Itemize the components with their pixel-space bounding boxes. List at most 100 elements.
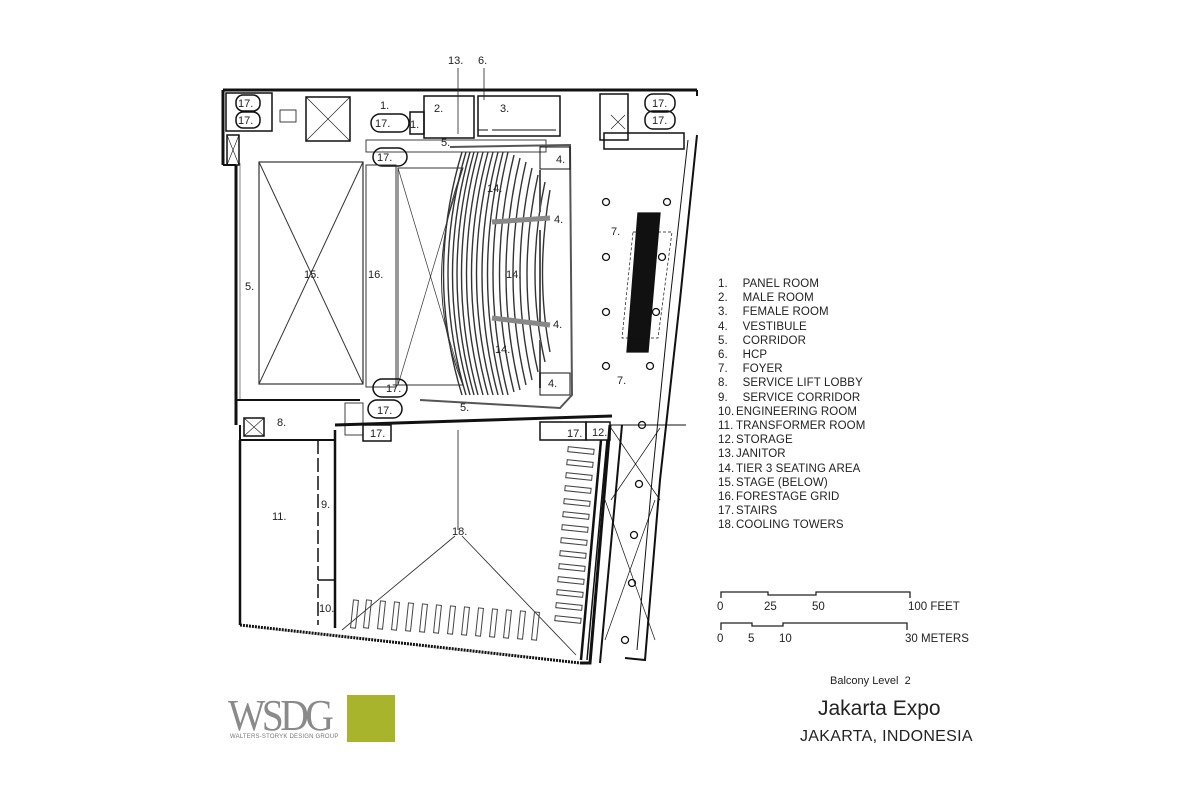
legend-label: HCP bbox=[742, 349, 768, 362]
logo-full-name: WALTERS-STORYK DESIGN GROUP bbox=[230, 734, 339, 740]
room-labels: 1. 1. 2. 3. 4. 4. 4. 4. 5. 5. 5. 6. 7. 7… bbox=[238, 55, 667, 615]
legend-item: 18.COOLING TOWERS bbox=[718, 518, 865, 532]
legend-label: STAGE (BELOW) bbox=[736, 476, 828, 489]
label-janitor: 13. bbox=[448, 55, 463, 67]
label-vestibule-3: 4. bbox=[553, 319, 562, 331]
label-stairs: 17. bbox=[652, 115, 667, 127]
legend-item: 13.JANITOR bbox=[718, 447, 865, 461]
label-panel-room-2: 1. bbox=[410, 119, 419, 131]
label-stairs: 17. bbox=[377, 405, 392, 417]
legend-number: 12. bbox=[718, 434, 735, 447]
project-title: Jakarta Expo bbox=[818, 697, 941, 720]
legend-label: COOLING TOWERS bbox=[736, 519, 844, 532]
label-stairs: 17. bbox=[238, 115, 253, 127]
label-corridor-bottom: 5. bbox=[460, 402, 469, 414]
label-leaders bbox=[457, 68, 485, 134]
legend-label: STAIRS bbox=[736, 505, 778, 518]
legend-number: 7. bbox=[718, 363, 728, 376]
label-stairs: 17. bbox=[370, 428, 385, 440]
label-stairs: 17. bbox=[238, 98, 253, 110]
label-cooling-towers: 18. bbox=[452, 526, 467, 538]
label-foyer-2: 7. bbox=[617, 375, 626, 387]
scale-end-label: 100 FEET bbox=[908, 601, 960, 613]
label-vestibule-4: 4. bbox=[548, 378, 557, 390]
legend-item: 17.STAIRS bbox=[718, 504, 865, 518]
legend-item: 10.ENGINEERING ROOM bbox=[718, 405, 865, 419]
legend-number: 13. bbox=[718, 448, 735, 461]
legend-label: PANEL ROOM bbox=[742, 278, 819, 290]
label-corridor-left: 5. bbox=[245, 281, 254, 293]
label-seating-2: 14. bbox=[506, 269, 521, 281]
legend-item: 11.TRANSFORMER ROOM bbox=[718, 419, 865, 433]
legend-number: 3. bbox=[718, 306, 728, 319]
legend-number: 1. bbox=[718, 278, 728, 290]
legend-label: CORRIDOR bbox=[742, 334, 807, 347]
label-foyer-1: 7. bbox=[611, 226, 620, 238]
label-hcp: 6. bbox=[478, 55, 487, 67]
legend-label: ENGINEERING ROOM bbox=[736, 405, 858, 418]
legend-item: 3. FEMALE ROOM bbox=[718, 305, 865, 319]
legend-label: FOYER bbox=[742, 363, 783, 376]
building-outline bbox=[221, 88, 698, 665]
label-forestage-grid: 16. bbox=[368, 269, 383, 281]
label-storage: 12. bbox=[592, 427, 607, 439]
scale-end-label: 30 METERS bbox=[905, 633, 969, 645]
scale-tick: 5 bbox=[748, 633, 755, 645]
legend-label: SERVICE LIFT LOBBY bbox=[742, 377, 863, 390]
legend-number: 16. bbox=[718, 491, 735, 504]
legend-number: 9. bbox=[718, 391, 728, 404]
top-service-band bbox=[225, 92, 685, 167]
legend-label: VESTIBULE bbox=[742, 320, 807, 333]
label-male-room: 2. bbox=[434, 103, 443, 115]
room-legend: 1. PANEL ROOM 2. MALE ROOM 3. FEMALE ROO… bbox=[718, 277, 865, 533]
logo-square-icon bbox=[347, 695, 395, 742]
legend-number: 15. bbox=[718, 476, 735, 489]
project-location: JAKARTA, INDONESIA bbox=[800, 728, 973, 745]
legend-item: 5. CORRIDOR bbox=[718, 334, 865, 348]
legend-label: TIER 3 SEATING AREA bbox=[736, 462, 861, 475]
label-panel-room: 1. bbox=[380, 100, 389, 112]
legend-item: 14.TIER 3 SEATING AREA bbox=[718, 462, 865, 476]
legend-item: 16.FORESTAGE GRID bbox=[718, 490, 865, 504]
label-corridor-top: 5. bbox=[441, 137, 450, 149]
legend-number: 8. bbox=[718, 377, 728, 390]
legend-item: 2. MALE ROOM bbox=[718, 291, 865, 305]
label-stairs: 17. bbox=[652, 98, 667, 110]
legend-number: 2. bbox=[718, 292, 728, 305]
legend-number: 6. bbox=[718, 349, 728, 362]
label-vestibule-2: 4. bbox=[554, 214, 563, 226]
legend-label: FEMALE ROOM bbox=[742, 306, 829, 319]
label-service-lift-lobby: 8. bbox=[277, 417, 286, 429]
auditorium-wall bbox=[419, 143, 574, 410]
forestage-grid bbox=[365, 164, 464, 388]
cooling-towers bbox=[341, 430, 608, 661]
label-stairs: 17. bbox=[386, 383, 401, 395]
label-engineering-room: 10. bbox=[319, 603, 334, 615]
scale-tick: 10 bbox=[779, 633, 792, 645]
label-stage: 15. bbox=[304, 269, 319, 281]
legend-item: 12.STORAGE bbox=[718, 433, 865, 447]
logo-mark: WSDG bbox=[228, 691, 334, 740]
legend-item: 8. SERVICE LIFT LOBBY bbox=[718, 376, 865, 390]
legend-label: MALE ROOM bbox=[742, 292, 814, 305]
legend-label: FORESTAGE GRID bbox=[736, 491, 840, 504]
label-vestibule-1: 4. bbox=[556, 154, 565, 166]
scale-tick: 0 bbox=[717, 601, 724, 613]
legend-number: 11. bbox=[718, 420, 734, 433]
legend-item: 1. PANEL ROOM bbox=[718, 277, 865, 291]
scale-tick: 0 bbox=[717, 633, 724, 645]
legend-number: 4. bbox=[718, 320, 728, 333]
legend-number: 5. bbox=[718, 334, 728, 347]
stage-area bbox=[239, 161, 364, 400]
wsdg-logo: WSDG WALTERS-STORYK DESIGN GROUP bbox=[228, 691, 398, 744]
legend-number: 18. bbox=[718, 519, 735, 532]
legend-label: TRANSFORMER ROOM bbox=[736, 420, 866, 433]
label-stairs: 17. bbox=[567, 428, 582, 440]
scale-bars bbox=[720, 591, 911, 630]
scale-tick: 50 bbox=[812, 601, 825, 613]
tier3-seating-area bbox=[442, 151, 551, 396]
legend-number: 17. bbox=[718, 505, 735, 518]
legend-item: 15.STAGE (BELOW) bbox=[718, 476, 865, 490]
legend-label: STORAGE bbox=[736, 434, 793, 447]
